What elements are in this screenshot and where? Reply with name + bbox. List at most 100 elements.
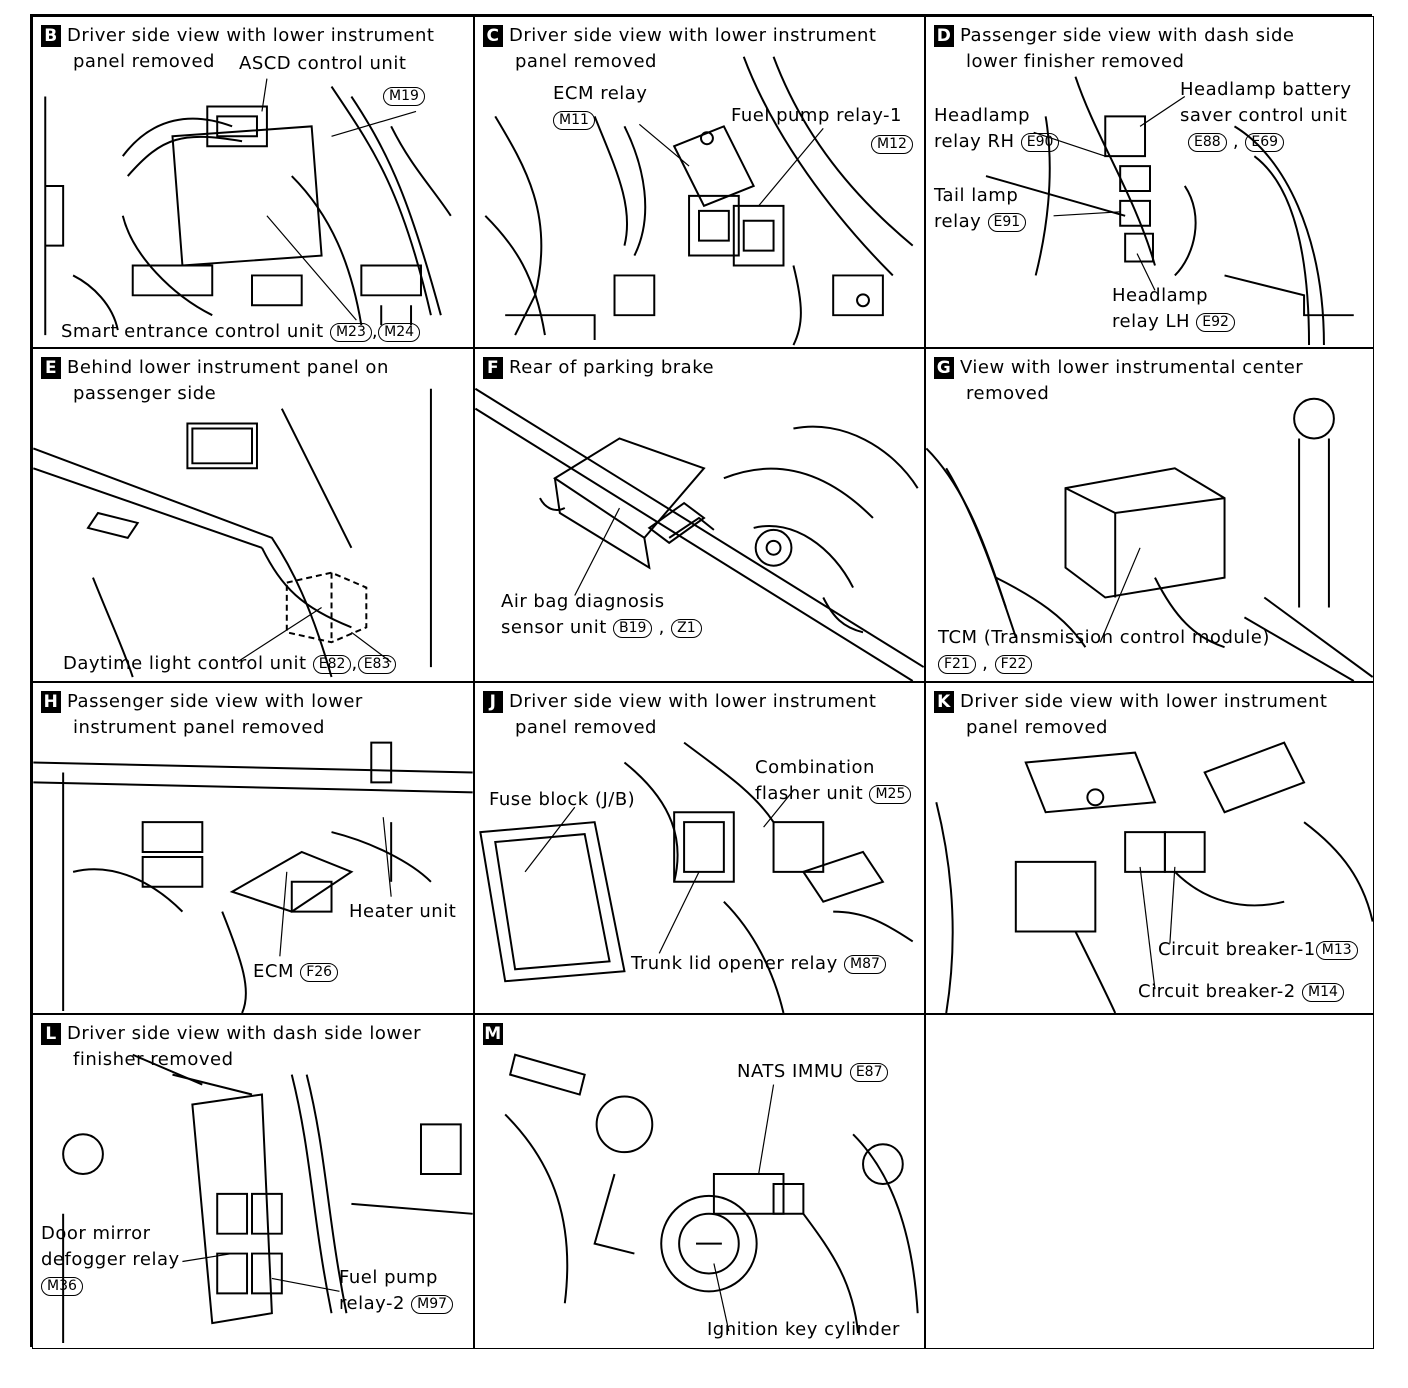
label-heater-text: Heater unit bbox=[349, 901, 457, 922]
connector-f21: F21 bbox=[938, 654, 976, 674]
panel-k-letter: K bbox=[934, 691, 954, 713]
label-ecm: ECM F26 bbox=[253, 959, 339, 985]
panel-b-title-line1: Driver side view with lower instrument bbox=[67, 25, 435, 46]
connector-m23: M23 bbox=[329, 322, 372, 342]
panel-l-title-line1: Driver side view with dash side lower bbox=[67, 1023, 422, 1044]
panel-j-illustration bbox=[479, 741, 914, 1013]
label-fuse-text: Fuse block (J/B) bbox=[489, 789, 636, 810]
connector-m12-code: M12 bbox=[871, 134, 913, 154]
panel-l-letter: L bbox=[41, 1023, 61, 1045]
label-daytime-light-control-unit: Daytime light control unit E82,E83 bbox=[63, 651, 397, 677]
panel-c-title-line1: Driver side view with lower instrument bbox=[509, 25, 877, 46]
panel-h-title-line2: instrument panel removed bbox=[73, 717, 325, 738]
panel-k-title-line2: panel removed bbox=[966, 717, 1108, 738]
connector-e88: E88 bbox=[1188, 132, 1227, 152]
label-cb1-text: Circuit breaker-1 bbox=[1158, 939, 1316, 960]
panel-j-title-line1: Driver side view with lower instrument bbox=[509, 691, 877, 712]
label-headlamp-battery-saver: Headlamp battery saver control unit bbox=[1180, 77, 1351, 129]
component-location-grid: B Driver side view with lower instrument p… bbox=[30, 14, 1374, 1349]
label-trunk-text: Trunk lid opener relay bbox=[631, 953, 838, 974]
panel-k-illustration bbox=[935, 741, 1373, 1013]
label-nats-immu: NATS IMMU E87 bbox=[737, 1059, 889, 1085]
connector-e91: E91 bbox=[987, 212, 1027, 232]
panel-f-letter: F bbox=[483, 357, 503, 379]
panel-m: M NATS IMMU E87 Ignition key cylinder bbox=[474, 1014, 925, 1349]
connector-z1: Z1 bbox=[671, 618, 702, 638]
label-ecm-relay-text: ECM relay bbox=[553, 83, 648, 104]
label-hbs-line2: saver control unit bbox=[1180, 105, 1348, 126]
label-trunk-lid-opener-relay: Trunk lid opener relay M87 bbox=[631, 951, 886, 977]
panel-e-title-line2: passenger side bbox=[73, 383, 217, 404]
panel-h-title-line1: Passenger side view with lower bbox=[67, 691, 363, 712]
connector-f22: F22 bbox=[994, 654, 1033, 674]
panel-g-title-line2: removed bbox=[966, 383, 1050, 404]
label-nats-text: NATS IMMU bbox=[737, 1061, 844, 1082]
label-circuit-breaker-2: Circuit breaker-2 M14 bbox=[1138, 979, 1344, 1005]
label-smart-entrance-control-unit: Smart entrance control unit M23,M24 bbox=[61, 319, 421, 345]
connector-f26: F26 bbox=[300, 962, 339, 982]
label-cb2-text: Circuit breaker-2 bbox=[1138, 981, 1296, 1002]
label-ascd-text: ASCD control unit bbox=[239, 53, 407, 74]
label-daytime-text: Daytime light control unit bbox=[63, 653, 307, 674]
panel-d-letter: D bbox=[934, 25, 954, 47]
label-tcm-text: TCM (Transmission control module) bbox=[938, 627, 1270, 648]
connector-e69: E69 bbox=[1245, 132, 1285, 152]
label-smart-text: Smart entrance control unit bbox=[61, 321, 324, 342]
separator: , bbox=[658, 617, 665, 638]
panel-d-title-line2: lower finisher removed bbox=[966, 51, 1185, 72]
panel-m-letter: M bbox=[483, 1023, 503, 1045]
panel-h-illustration bbox=[33, 741, 473, 1013]
connector-e90: E90 bbox=[1020, 132, 1060, 152]
label-headlamp-lh-line2: relay LH bbox=[1112, 311, 1191, 332]
connector-m24: M24 bbox=[378, 322, 421, 342]
label-heater-unit: Heater unit bbox=[349, 899, 456, 925]
label-air-line2: sensor unit bbox=[501, 617, 607, 638]
connector-m13: M13 bbox=[1315, 940, 1358, 960]
panel-j-title-line2: panel removed bbox=[515, 717, 657, 738]
separator: , bbox=[982, 653, 989, 674]
panel-c-illustration bbox=[484, 56, 914, 346]
panel-m-illustration bbox=[504, 1053, 919, 1334]
separator: , bbox=[371, 321, 379, 342]
connector-e92: E92 bbox=[1196, 312, 1235, 332]
panel-g-letter: G bbox=[934, 357, 954, 379]
label-comb-line2: flasher unit bbox=[755, 783, 864, 804]
connector-e83: E83 bbox=[357, 654, 397, 674]
label-tail-line2: relay bbox=[934, 211, 982, 232]
panel-e-illustration bbox=[33, 388, 432, 678]
connector-e87: E87 bbox=[849, 1062, 889, 1082]
label-ascd-control-unit: ASCD control unit bbox=[239, 51, 406, 77]
panel-e-title-line1: Behind lower instrument panel on bbox=[67, 357, 389, 378]
panel-b-letter: B bbox=[41, 25, 61, 47]
label-fuse-block: Fuse block (J/B) bbox=[489, 787, 635, 813]
panel-c-title: C Driver side view with lower instrument p… bbox=[483, 23, 876, 75]
connector-m87: M87 bbox=[843, 954, 886, 974]
connector-m11-code: M11 bbox=[553, 110, 595, 130]
connector-m12: M12 bbox=[871, 131, 913, 157]
label-door-line2: defogger relay bbox=[41, 1249, 180, 1270]
label-tail-line1: Tail lamp bbox=[934, 185, 1019, 206]
connector-m25: M25 bbox=[869, 784, 912, 804]
label-hbs-line1: Headlamp battery bbox=[1180, 79, 1352, 100]
separator: , bbox=[1232, 131, 1240, 152]
label-fuel-pump-relay-1-text: Fuel pump relay-1 bbox=[731, 105, 902, 126]
panel-m-title: M bbox=[483, 1021, 509, 1047]
connector-m19: M19 bbox=[383, 83, 425, 109]
panel-c-letter: C bbox=[483, 25, 503, 47]
connector-m11: M11 bbox=[553, 107, 595, 133]
panel-c-title-line2: panel removed bbox=[515, 51, 657, 72]
label-ecm-text: ECM bbox=[253, 961, 294, 982]
